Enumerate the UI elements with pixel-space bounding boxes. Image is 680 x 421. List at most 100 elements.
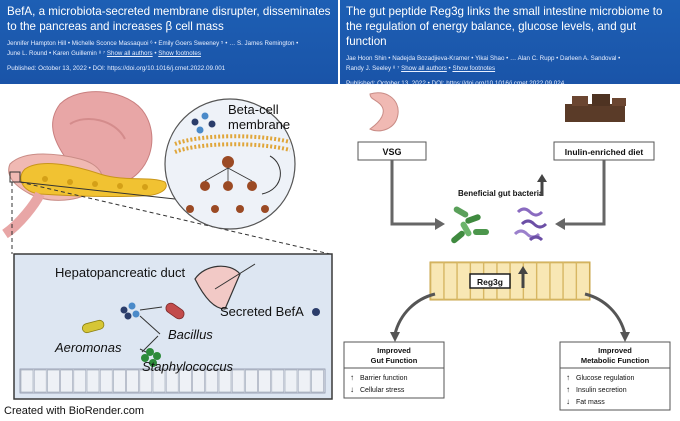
epithelium-cells xyxy=(19,368,326,394)
barrier-up-icon: ↑ xyxy=(350,373,354,382)
epithelial-cell xyxy=(113,369,126,393)
left-authors-line2: June L. Round • Karen Guillemin ⁸ ⁷ xyxy=(7,50,106,57)
biorender-credit: Created with BioRender.com xyxy=(4,405,145,417)
staphylococcus-label: Staphylococcus xyxy=(142,359,234,374)
left-authors-line1: Jennifer Hampton Hill • Michelle Sconce … xyxy=(7,40,299,47)
right-doi-link[interactable]: DOI: https://doi.org/10.1016/j.cmet.2022… xyxy=(431,80,565,87)
beneficial-bacteria-label: Beneficial gut bacteria xyxy=(458,189,544,198)
aeromonas-cell xyxy=(81,319,105,334)
secreted-befa-label: Secreted BefA xyxy=(220,304,304,319)
epithelial-cell xyxy=(126,369,139,393)
left-graphical-abstract: Beta-cell membrane Hepatopancreatic duct… xyxy=(2,91,333,400)
vsg-arrow xyxy=(390,160,435,226)
gut-epithelial-cell xyxy=(443,262,458,300)
zoom-marker-box xyxy=(9,171,21,183)
epithelial-cell xyxy=(20,369,34,393)
gut-function-arrow xyxy=(393,292,436,335)
beta-cell-label-1: Beta-cell xyxy=(228,102,279,117)
epithelial-cell xyxy=(33,369,47,393)
inulin-arrow xyxy=(565,160,606,226)
left-published-date: Published: October 13, 2022 xyxy=(7,65,87,72)
right-show-all-authors-link[interactable]: Show all authors xyxy=(401,65,447,72)
reg3g-box xyxy=(469,273,511,289)
epithelial-cell xyxy=(99,369,113,393)
right-authors-line1: Jae Hoon Shin • Nadejda Bozadjieva-Krame… xyxy=(346,55,621,62)
epithelial-cell xyxy=(271,369,285,393)
metabolic-function-arrow xyxy=(584,292,627,335)
epithelial-cell xyxy=(311,369,324,393)
vsg-label: VSG xyxy=(382,147,401,157)
metabolic-function-box: Improved Metabolic Function ↑ Glucose re… xyxy=(559,341,671,411)
left-show-all-authors-link[interactable]: Show all authors xyxy=(106,50,153,57)
green-bacteria-cluster xyxy=(451,206,489,244)
staphylococcus-cluster xyxy=(141,348,161,367)
epithelial-cell xyxy=(47,369,60,393)
stress-down-icon: ↓ xyxy=(350,385,354,394)
epithelial-cell xyxy=(139,369,153,393)
fat-mass-label: Fat mass xyxy=(576,399,605,406)
met-improved-label: Improved xyxy=(598,346,632,355)
metabolic-function-label: Metabolic Function xyxy=(581,356,650,365)
epithelial-cell xyxy=(258,369,271,393)
bacillus-label: Bacillus xyxy=(168,327,213,342)
insulin-up-icon: ↑ xyxy=(566,385,570,394)
gut-epithelial-cell xyxy=(457,262,471,300)
intestinal-epithelium xyxy=(429,261,591,301)
gut-epithelial-cell xyxy=(576,262,590,300)
header-divider xyxy=(338,0,340,84)
aeromonas-label: Aeromonas xyxy=(54,340,122,355)
epithelial-cell xyxy=(179,369,192,393)
right-article-title[interactable]: The gut peptide Reg3g links the small in… xyxy=(346,5,663,48)
epithelial-cell xyxy=(284,369,298,393)
gut-epithelial-cell xyxy=(510,262,524,300)
gut-epithelial-cell xyxy=(563,262,577,300)
inulin-food-icon xyxy=(565,94,626,122)
glucose-label: Glucose regulation xyxy=(576,375,634,382)
zoom-line-islet xyxy=(19,181,176,200)
right-show-footnotes-link[interactable]: Show footnotes xyxy=(452,65,496,72)
inulin-label: Inulin-enriched diet xyxy=(565,147,644,157)
epithelial-cell xyxy=(192,369,205,393)
epithelial-cell xyxy=(86,369,100,393)
epithelial-cell xyxy=(245,369,258,393)
fat-down-icon: ↓ xyxy=(566,397,570,406)
insulin-label: Insulin secretion xyxy=(576,387,627,394)
barrier-function-label: Barrier function xyxy=(360,375,408,382)
beta-cell-label-2: membrane xyxy=(228,117,290,132)
left-article-authors: Jennifer Hampton Hill • Michelle Sconce … xyxy=(7,40,299,57)
left-article-published: Published: October 13, 2022 • DOI: https… xyxy=(7,65,226,72)
epithelial-cell xyxy=(231,369,245,393)
gut-epithelial-cell xyxy=(536,262,550,300)
gut-epithelial-cell xyxy=(549,262,564,300)
epithelial-cell xyxy=(60,369,73,393)
epithelial-cell xyxy=(73,369,87,393)
epithelial-cell xyxy=(297,369,311,393)
reg3g-label: Reg3g xyxy=(477,277,503,287)
gut-function-label: Gut Function xyxy=(371,356,418,365)
left-article-title[interactable]: BefA, a microbiota-secreted membrane dis… xyxy=(7,5,331,33)
epithelial-cell xyxy=(218,369,232,393)
cellular-stress-label: Cellular stress xyxy=(360,387,405,394)
glucose-up-icon: ↑ xyxy=(566,373,570,382)
left-article-header: BefA, a microbiota-secreted membrane dis… xyxy=(0,0,338,84)
right-article-published: Published: October 13, 2022 • DOI: https… xyxy=(346,80,565,87)
pancreas-illustration xyxy=(2,163,167,239)
left-show-footnotes-link[interactable]: Show footnotes xyxy=(158,50,201,57)
epithelial-cell xyxy=(205,369,219,393)
gut-improved-label: Improved xyxy=(377,346,411,355)
gut-epithelial-cell xyxy=(523,262,537,300)
duct-panel: Hepatopancreatic duct Secreted BefA Aero… xyxy=(13,253,333,400)
bacillus-cell xyxy=(165,302,185,320)
befa-dot xyxy=(312,308,320,316)
right-article-authors: Jae Hoon Shin • Nadejda Bozadjieva-Krame… xyxy=(346,55,621,72)
gut-function-box: Improved Gut Function ↑ Barrier function… xyxy=(343,341,445,399)
left-doi-link[interactable]: DOI: https://doi.org/10.1016/j.cmet.2022… xyxy=(92,65,226,72)
gut-epithelial-cell xyxy=(430,262,444,300)
purple-bacteria-cluster xyxy=(513,207,548,242)
right-authors-line2: Randy J. Seeley ⁸ ⁷ xyxy=(346,65,400,72)
epithelial-cell xyxy=(152,369,166,393)
stomach-vsg-icon xyxy=(369,92,399,132)
right-published-date: Published: October 13, 2022 xyxy=(346,80,426,87)
hepatopancreatic-duct-label: Hepatopancreatic duct xyxy=(55,265,185,280)
epithelial-cell xyxy=(165,369,179,393)
